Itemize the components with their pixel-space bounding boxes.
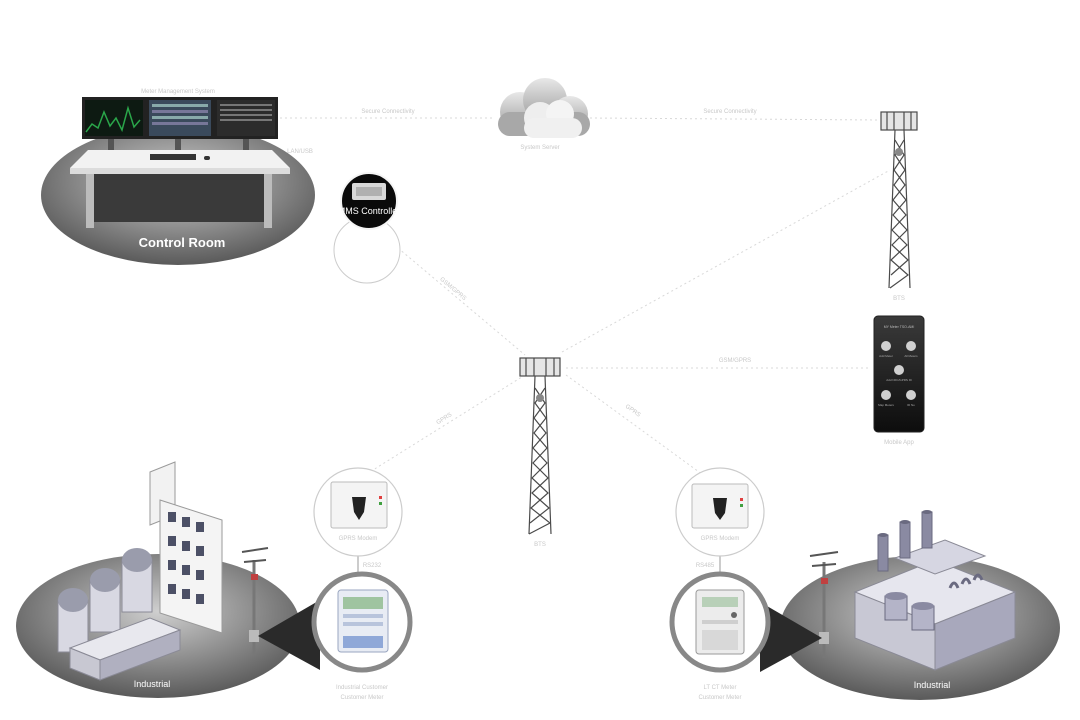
app-item-1: All Meters: [904, 354, 918, 358]
label-gprs-lower-right: GPRS: [624, 404, 641, 419]
factory-right-wall: [934, 591, 1016, 671]
center-tower-label: BTS: [534, 542, 546, 548]
connection-lines: [280, 117, 891, 580]
label-gsm-left: GSM/GPRS: [438, 277, 467, 302]
link-center-to-top-tower: [561, 169, 891, 353]
industrial-site-left: Industrial: [16, 461, 300, 698]
keyboard: [150, 154, 196, 160]
label-lan: LAN/USB: [287, 149, 313, 155]
left-meter-caption-2: Customer Meter: [340, 695, 383, 701]
link-center-to-right-modem: [565, 374, 711, 481]
meter-left: [311, 571, 413, 673]
link-cloud-to-tower: [589, 117, 881, 121]
control-room-title: Control Room: [139, 235, 226, 250]
label-link-right: RS485: [696, 563, 715, 569]
modem-right: GPRS Modem: [675, 467, 765, 557]
office-building: [159, 499, 223, 634]
mobile-app-phone: MY Meter TSO-AMI Add Meter All Meters Ad…: [873, 315, 925, 433]
mobile-app-label: Mobile App: [884, 440, 914, 446]
label-link-left: RS232: [363, 563, 382, 569]
link-controller-to-center-tower: [397, 247, 526, 356]
app-item-0: Add Meter: [879, 354, 893, 358]
right-meter-caption-2: Customer Meter: [698, 695, 741, 701]
app-item-2: Add NFC/GPRS ID: [886, 378, 912, 382]
tower-center: [519, 357, 561, 535]
mms-controller: MMS Controller: [333, 172, 401, 284]
add-meter-icon: [881, 341, 891, 351]
controller-badge: [340, 172, 398, 230]
label-secure-right: Secure Connectivity: [703, 109, 756, 115]
right-zoom-cone: [760, 602, 822, 672]
chimney-3: [921, 511, 933, 549]
app-item-3: Map Meters: [878, 403, 894, 407]
label-gsm-right: GSM/GPRS: [719, 358, 751, 364]
meter-left-display: [343, 597, 383, 609]
chimney-1: [877, 534, 889, 572]
left-meter-caption-1: Industrial Customer: [336, 685, 388, 691]
meter-right-display: [702, 597, 738, 607]
left-zoom-cone: [258, 600, 320, 670]
modem-left-logo-icon: [352, 497, 366, 520]
map-icon: [881, 390, 891, 400]
id-icon: [906, 390, 916, 400]
controller-label: MMS Controller: [338, 206, 401, 216]
link-center-to-left-modem: [364, 374, 526, 476]
label-secure-left: Secure Connectivity: [361, 109, 414, 115]
monitor-chart-graphic: [85, 105, 141, 133]
cloud-label: System Server: [520, 145, 559, 151]
screen-title: Meter Management System: [141, 89, 215, 95]
modem-right-caption: GPRS Modem: [701, 536, 740, 542]
modem-left-caption: GPRS Modem: [339, 536, 378, 542]
industrial-site-right: Industrial: [780, 510, 1060, 700]
app-header: MY Meter TSO-AMI: [884, 325, 915, 329]
right-meter-caption-1: LT CT Meter: [703, 685, 736, 691]
modem-right-logo-icon: [713, 498, 727, 520]
all-meters-icon: [906, 341, 916, 351]
meter-right: [669, 571, 771, 673]
tower-top-right: [880, 111, 918, 289]
add-id-icon: [894, 365, 904, 375]
chimney-2: [899, 521, 911, 559]
label-gprs-lower-left: GPRS: [436, 412, 454, 426]
left-site-label: Industrial: [134, 679, 171, 689]
cloud-server: System Server: [498, 78, 590, 151]
modem-left: GPRS Modem: [313, 467, 403, 557]
control-room: Meter Management System Control Room: [41, 89, 315, 265]
right-site-label: Industrial: [914, 680, 951, 690]
app-item-4: ID No: [907, 403, 915, 407]
top-tower-label: BTS: [893, 296, 905, 302]
